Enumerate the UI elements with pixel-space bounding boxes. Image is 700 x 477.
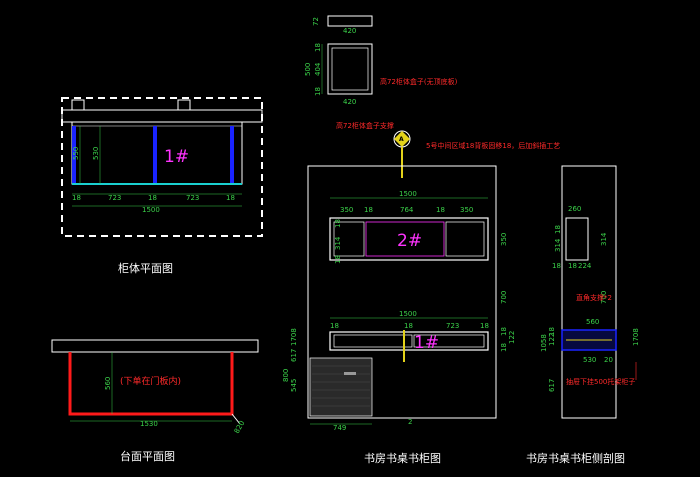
svg-text:420: 420 <box>343 27 356 35</box>
section-upper-box <box>565 217 589 261</box>
svg-text:530: 530 <box>92 147 100 160</box>
bookcase-section-title: 书房书桌书柜侧剖图 <box>526 451 625 465</box>
svg-text:350: 350 <box>500 233 508 246</box>
upper-cabinet <box>329 217 489 261</box>
section-wall <box>561 165 617 419</box>
svg-text:18: 18 <box>72 194 81 202</box>
svg-text:18: 18 <box>436 206 445 214</box>
back-panel-note: 5号中间区域18背板固移18，后加斜插工艺 <box>426 141 560 150</box>
desk-pedestal <box>309 357 373 417</box>
hang-note: 抽屉下挂500托架柜子 <box>566 377 635 386</box>
svg-text:18: 18 <box>500 327 508 336</box>
svg-text:749: 749 <box>333 424 346 432</box>
svg-text:20: 20 <box>604 356 613 364</box>
svg-text:1708: 1708 <box>632 328 640 346</box>
svg-text:18: 18 <box>554 225 562 234</box>
upper-cabinet-marker: 2# <box>397 231 422 251</box>
elevation-wall <box>307 165 497 419</box>
svg-text:A: A <box>399 136 404 143</box>
svg-text:1708: 1708 <box>290 328 298 346</box>
svg-text:260: 260 <box>568 205 581 213</box>
box-note: 高72柜体盒子(无顶底板) <box>380 77 458 86</box>
support-note: 高72柜体盒子支撑 <box>336 121 394 130</box>
svg-text:18: 18 <box>330 322 339 330</box>
svg-text:700: 700 <box>500 291 508 304</box>
corner-support-note: 直角支撑*2 <box>576 293 612 302</box>
bookcase-elevation-title: 书房书桌书柜图 <box>364 452 441 465</box>
svg-text:18: 18 <box>404 322 413 330</box>
svg-text:820: 820 <box>233 419 247 435</box>
svg-text:1500: 1500 <box>399 310 417 318</box>
box-front-view <box>327 43 373 95</box>
svg-text:700: 700 <box>600 291 608 304</box>
counter-plan-title: 台面平面图 <box>120 449 175 463</box>
svg-text:72: 72 <box>312 17 320 26</box>
side-panel-mid <box>153 126 157 184</box>
counter-plan-view: 560 (下单在门板内) 1530 820 台面平面图 <box>51 339 259 463</box>
counter-note: (下单在门板内) <box>120 375 181 387</box>
svg-text:2: 2 <box>408 418 412 426</box>
svg-text:723: 723 <box>108 194 121 202</box>
box-top-view <box>327 15 373 27</box>
svg-text:1058: 1058 <box>540 334 548 352</box>
svg-text:18: 18 <box>314 43 322 52</box>
side-panel-right <box>230 126 234 184</box>
svg-text:18: 18 <box>334 255 342 264</box>
svg-text:18: 18 <box>314 87 322 96</box>
cabinet-marker: 1# <box>164 147 189 167</box>
svg-text:18: 18 <box>148 194 157 202</box>
svg-text:18: 18 <box>552 262 561 270</box>
svg-text:314: 314 <box>334 236 342 250</box>
svg-text:545: 545 <box>290 379 298 392</box>
cabinet-plan-boundary <box>61 97 263 237</box>
svg-text:18: 18 <box>480 322 489 330</box>
svg-text:18: 18 <box>334 219 342 228</box>
svg-text:18: 18 <box>568 262 577 270</box>
counter-outline <box>68 352 234 416</box>
bookcase-section-view: 260 18 314 314 18 18 224 700 直角支撑*2 560 … <box>526 165 640 465</box>
svg-text:314: 314 <box>600 232 608 246</box>
svg-text:723: 723 <box>186 194 199 202</box>
svg-text:18: 18 <box>226 194 235 202</box>
svg-text:617: 617 <box>548 379 556 392</box>
svg-text:122: 122 <box>508 331 516 344</box>
cabinet-plan-title: 柜体平面图 <box>118 261 173 275</box>
box-detail-view: 420 72 18 404 18 500 420 高72柜体盒子(无顶底板) <box>304 15 458 106</box>
lower-cabinet <box>329 331 489 351</box>
bookcase-elevation-view: 高72柜体盒子支撑 A 5号中间区域18背板固移18，后加斜插工艺 1500 3… <box>282 121 560 465</box>
svg-text:1500: 1500 <box>399 190 417 198</box>
wall-top <box>61 109 263 123</box>
section-badge <box>394 131 410 147</box>
svg-text:723: 723 <box>446 322 459 330</box>
svg-text:550: 550 <box>72 147 80 160</box>
svg-text:560: 560 <box>586 318 599 326</box>
cabinet-plan-view: 1# 550 530 18 723 18 723 18 1500 柜体平面图 <box>61 97 263 275</box>
svg-text:350: 350 <box>460 206 473 214</box>
svg-text:404: 404 <box>314 62 322 76</box>
svg-text:560: 560 <box>104 377 112 390</box>
svg-text:530: 530 <box>583 356 596 364</box>
svg-text:1500: 1500 <box>142 206 160 214</box>
svg-text:18: 18 <box>500 343 508 352</box>
svg-text:420: 420 <box>343 98 356 106</box>
svg-text:617: 617 <box>290 349 298 362</box>
svg-text:350: 350 <box>340 206 353 214</box>
counter-wall <box>51 339 259 353</box>
lower-cabinet-marker: 1# <box>414 333 439 353</box>
side-panel-left <box>72 126 76 184</box>
svg-text:500: 500 <box>304 63 312 76</box>
svg-text:764: 764 <box>400 206 414 214</box>
svg-text:122: 122 <box>548 333 556 346</box>
svg-text:1530: 1530 <box>140 420 158 428</box>
svg-text:800: 800 <box>282 369 290 382</box>
svg-text:18: 18 <box>364 206 373 214</box>
svg-text:224: 224 <box>578 262 592 270</box>
upper-cabinet-middle <box>365 221 445 257</box>
svg-text:314: 314 <box>554 238 562 252</box>
svg-text:18: 18 <box>548 327 556 336</box>
